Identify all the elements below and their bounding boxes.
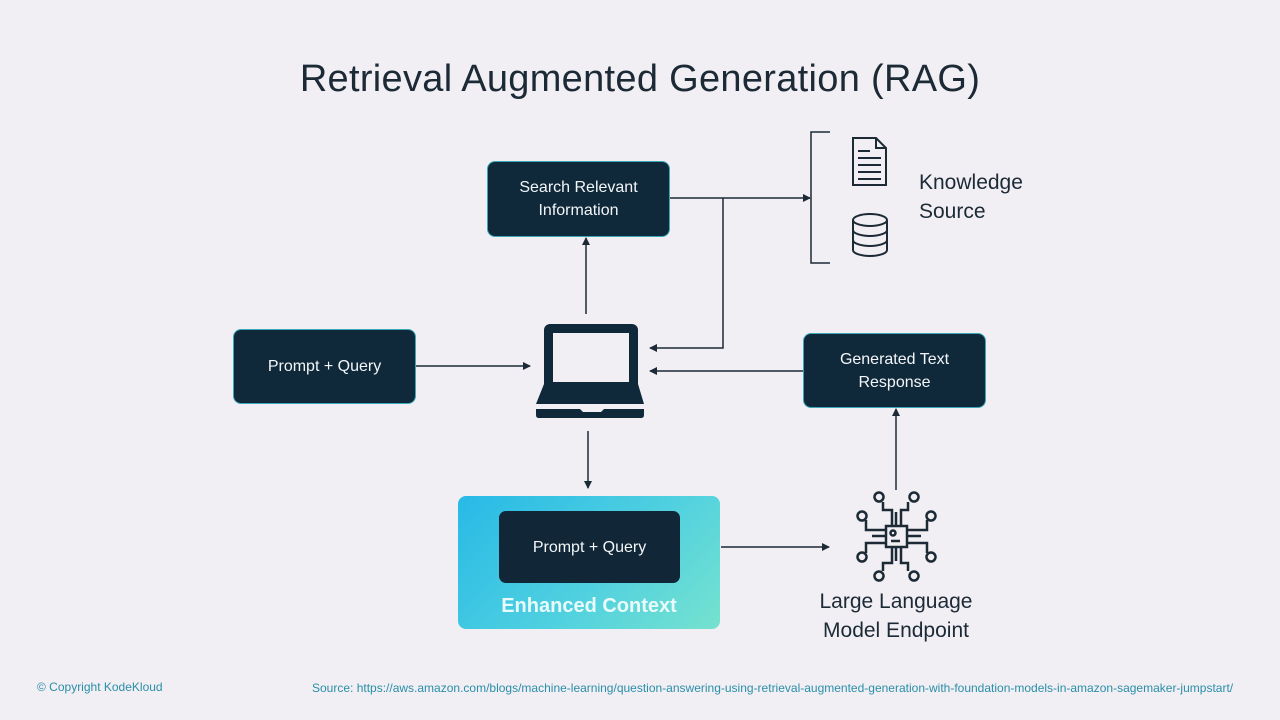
enhanced-inner-label: Prompt + Query (532, 538, 647, 556)
llm-label-line2: Model Endpoint (823, 619, 969, 642)
search-relevant-information-node: Search Relevant Information (488, 162, 669, 236)
arrow-knowledge-to-laptop (649, 198, 724, 352)
database-icon (852, 213, 888, 257)
source-link[interactable]: Source: https://aws.amazon.com/blogs/mac… (312, 681, 1234, 695)
llm-label-line1: Large Language (819, 590, 973, 613)
prompt-node-label: Prompt + Query (267, 358, 382, 375)
generated-node-line1: Generated Text (839, 350, 950, 368)
knowledge-label-line1: Knowledge (919, 171, 1023, 194)
search-node-line1: Search Relevant (519, 179, 638, 196)
knowledge-source-label: Knowledge Source (919, 168, 1023, 226)
generated-text-response-node: Generated Text Response (804, 334, 985, 407)
diagram-title: Retrieval Augmented Generation (RAG) (299, 58, 981, 100)
copyright-text: © Copyright KodeKloud (37, 680, 163, 694)
neural-chip-icon (856, 491, 937, 582)
llm-endpoint-label: Large Language Model Endpoint (800, 587, 992, 645)
generated-node-line2: Response (858, 373, 931, 391)
laptop-icon[interactable] (536, 324, 644, 418)
enhanced-context-node: Prompt + Query Enhanced Context (458, 496, 720, 629)
prompt-query-node: Prompt + Query (234, 330, 415, 403)
document-icon (852, 137, 887, 186)
search-node-line2: Information (538, 202, 619, 219)
enhanced-context-label: Enhanced Context (501, 595, 677, 617)
enhanced-prompt-query-node: Prompt + Query (499, 511, 680, 583)
knowledge-label-line2: Source (919, 200, 986, 223)
knowledge-bracket (810, 131, 830, 264)
